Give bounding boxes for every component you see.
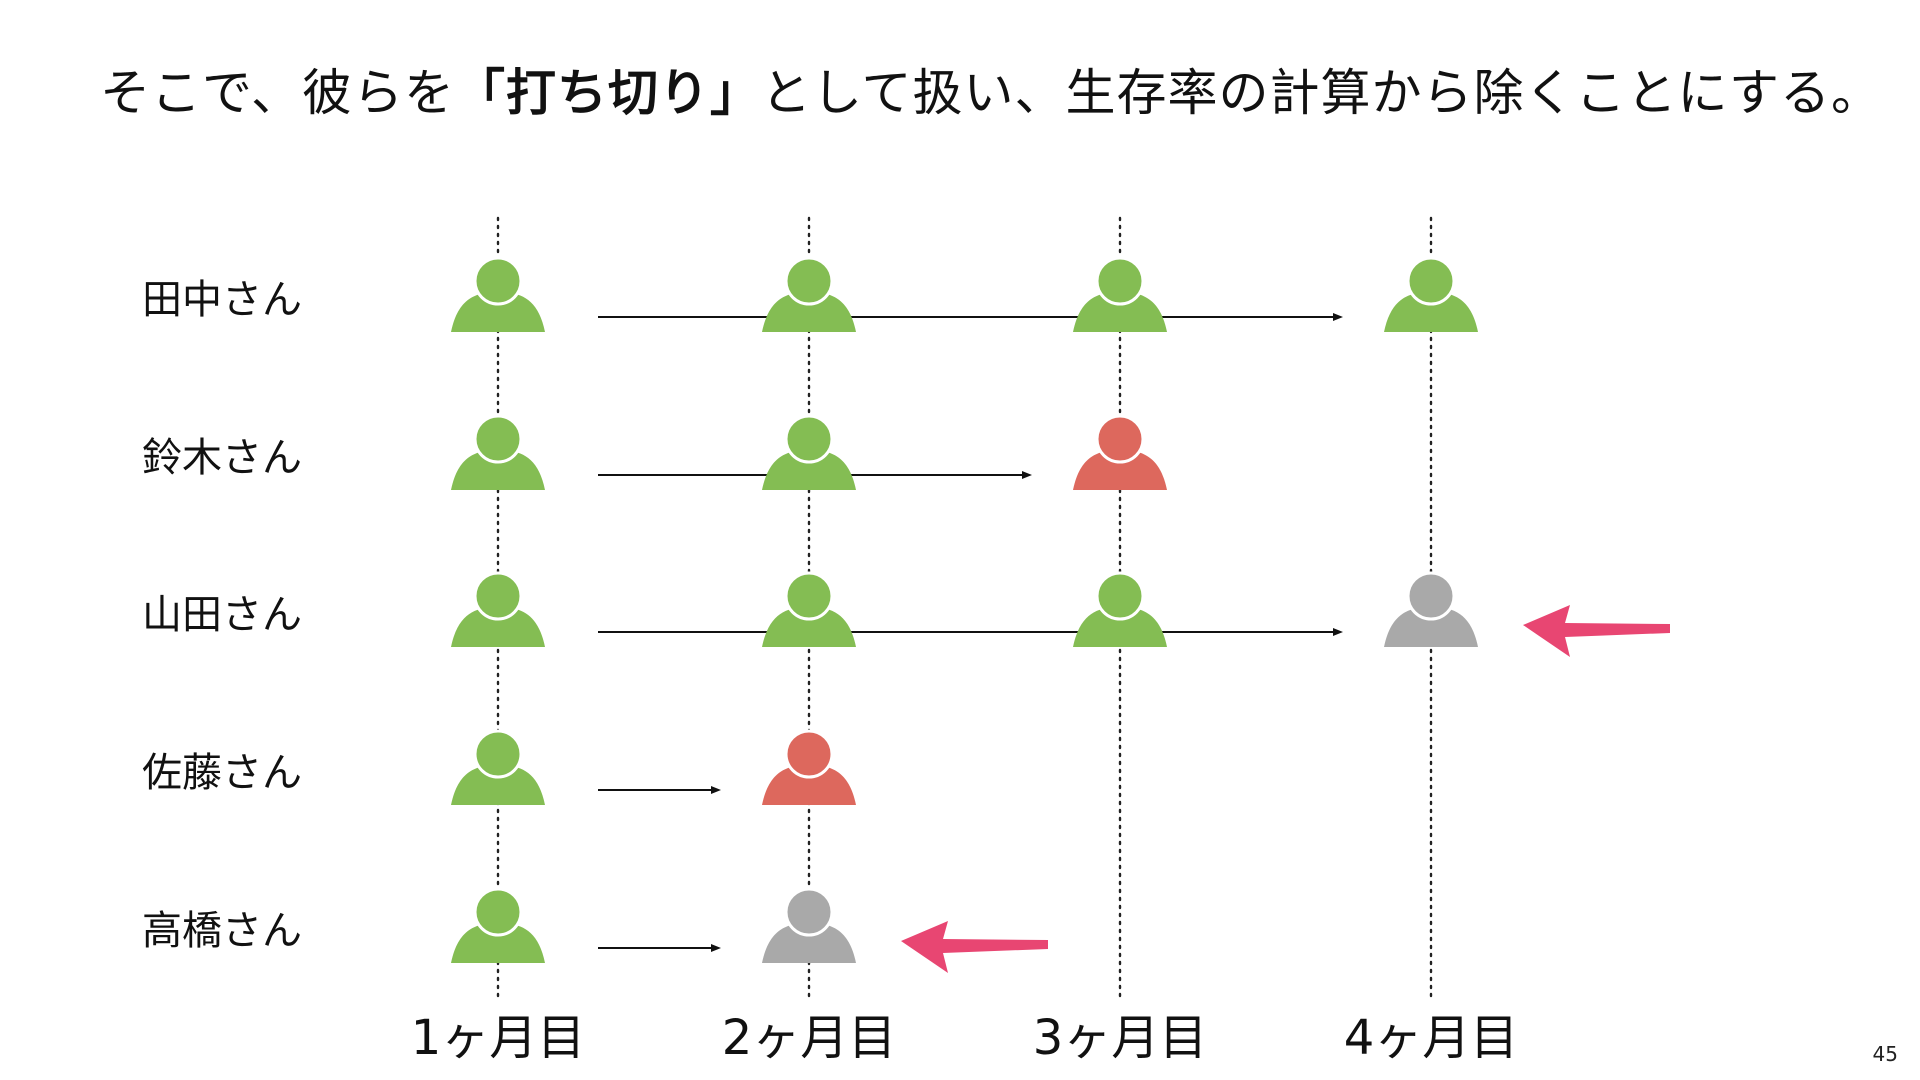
person-head [784,414,834,464]
person-head [473,729,523,779]
subject-label-sato: 佐藤さん [142,750,302,796]
slide-title: そこで、彼らを「打ち切り」として扱い、生存率の計算から除くことにする。 [100,58,1881,128]
person-icon-censored [762,887,856,963]
page-number: 45 [1872,1042,1898,1066]
person-body [1384,607,1478,647]
observation-arrowhead-3 [1333,628,1343,636]
person-icon-alive [451,571,545,647]
month-label-2: 2ヶ月目 [721,1010,897,1066]
person-head [784,887,834,937]
person-body [451,923,545,963]
subject-label-takahashi: 高橋さん [142,908,302,954]
person-icon-alive [762,256,856,332]
month-label-3: 3ヶ月目 [1032,1010,1208,1066]
person-head [1095,414,1145,464]
person-icon-alive [451,887,545,963]
person-body [762,450,856,490]
person-body [762,607,856,647]
observation-arrowhead-5 [711,944,721,952]
title-suffix: として扱い、生存率の計算から除くことにする。 [761,64,1882,122]
subject-label-suzuki: 鈴木さん [142,435,302,481]
observation-arrowhead-2 [1022,471,1032,479]
person-body [451,292,545,332]
person-icon-alive [1073,571,1167,647]
person-body [1384,292,1478,332]
person-body [1073,607,1167,647]
person-head [784,256,834,306]
subject-label-tanaka: 田中さん [142,277,302,323]
person-body [1073,292,1167,332]
title-emphasis: 「打ち切り」 [455,64,761,122]
person-icon-dead [762,729,856,805]
person-icon-alive [762,414,856,490]
person-body [762,292,856,332]
highlight-arrow-3 [1523,605,1670,657]
highlight-arrow-5 [901,921,1048,973]
observation-arrowhead-4 [711,786,721,794]
person-head [473,887,523,937]
person-head [1406,571,1456,621]
person-head [784,571,834,621]
person-body [1073,450,1167,490]
person-head [473,414,523,464]
person-head [1406,256,1456,306]
person-head [784,729,834,779]
person-icon-alive [1073,256,1167,332]
person-body [451,607,545,647]
person-icon-alive [762,571,856,647]
person-body [451,450,545,490]
person-head [473,256,523,306]
person-head [473,571,523,621]
person-head [1095,571,1145,621]
person-icon-alive [451,256,545,332]
person-icon-alive [451,729,545,805]
person-icon-alive [451,414,545,490]
person-icon-alive [1384,256,1478,332]
person-icon-dead [1073,414,1167,490]
person-body [762,765,856,805]
month-label-4: 4ヶ月目 [1343,1010,1519,1066]
person-body [451,765,545,805]
person-icon-censored [1384,571,1478,647]
subject-label-yamada: 山田さん [142,592,302,638]
person-head [1095,256,1145,306]
person-body [762,923,856,963]
month-label-1: 1ヶ月目 [410,1010,586,1066]
title-prefix: そこで、彼らを [100,64,455,122]
observation-arrowhead-1 [1333,313,1343,321]
